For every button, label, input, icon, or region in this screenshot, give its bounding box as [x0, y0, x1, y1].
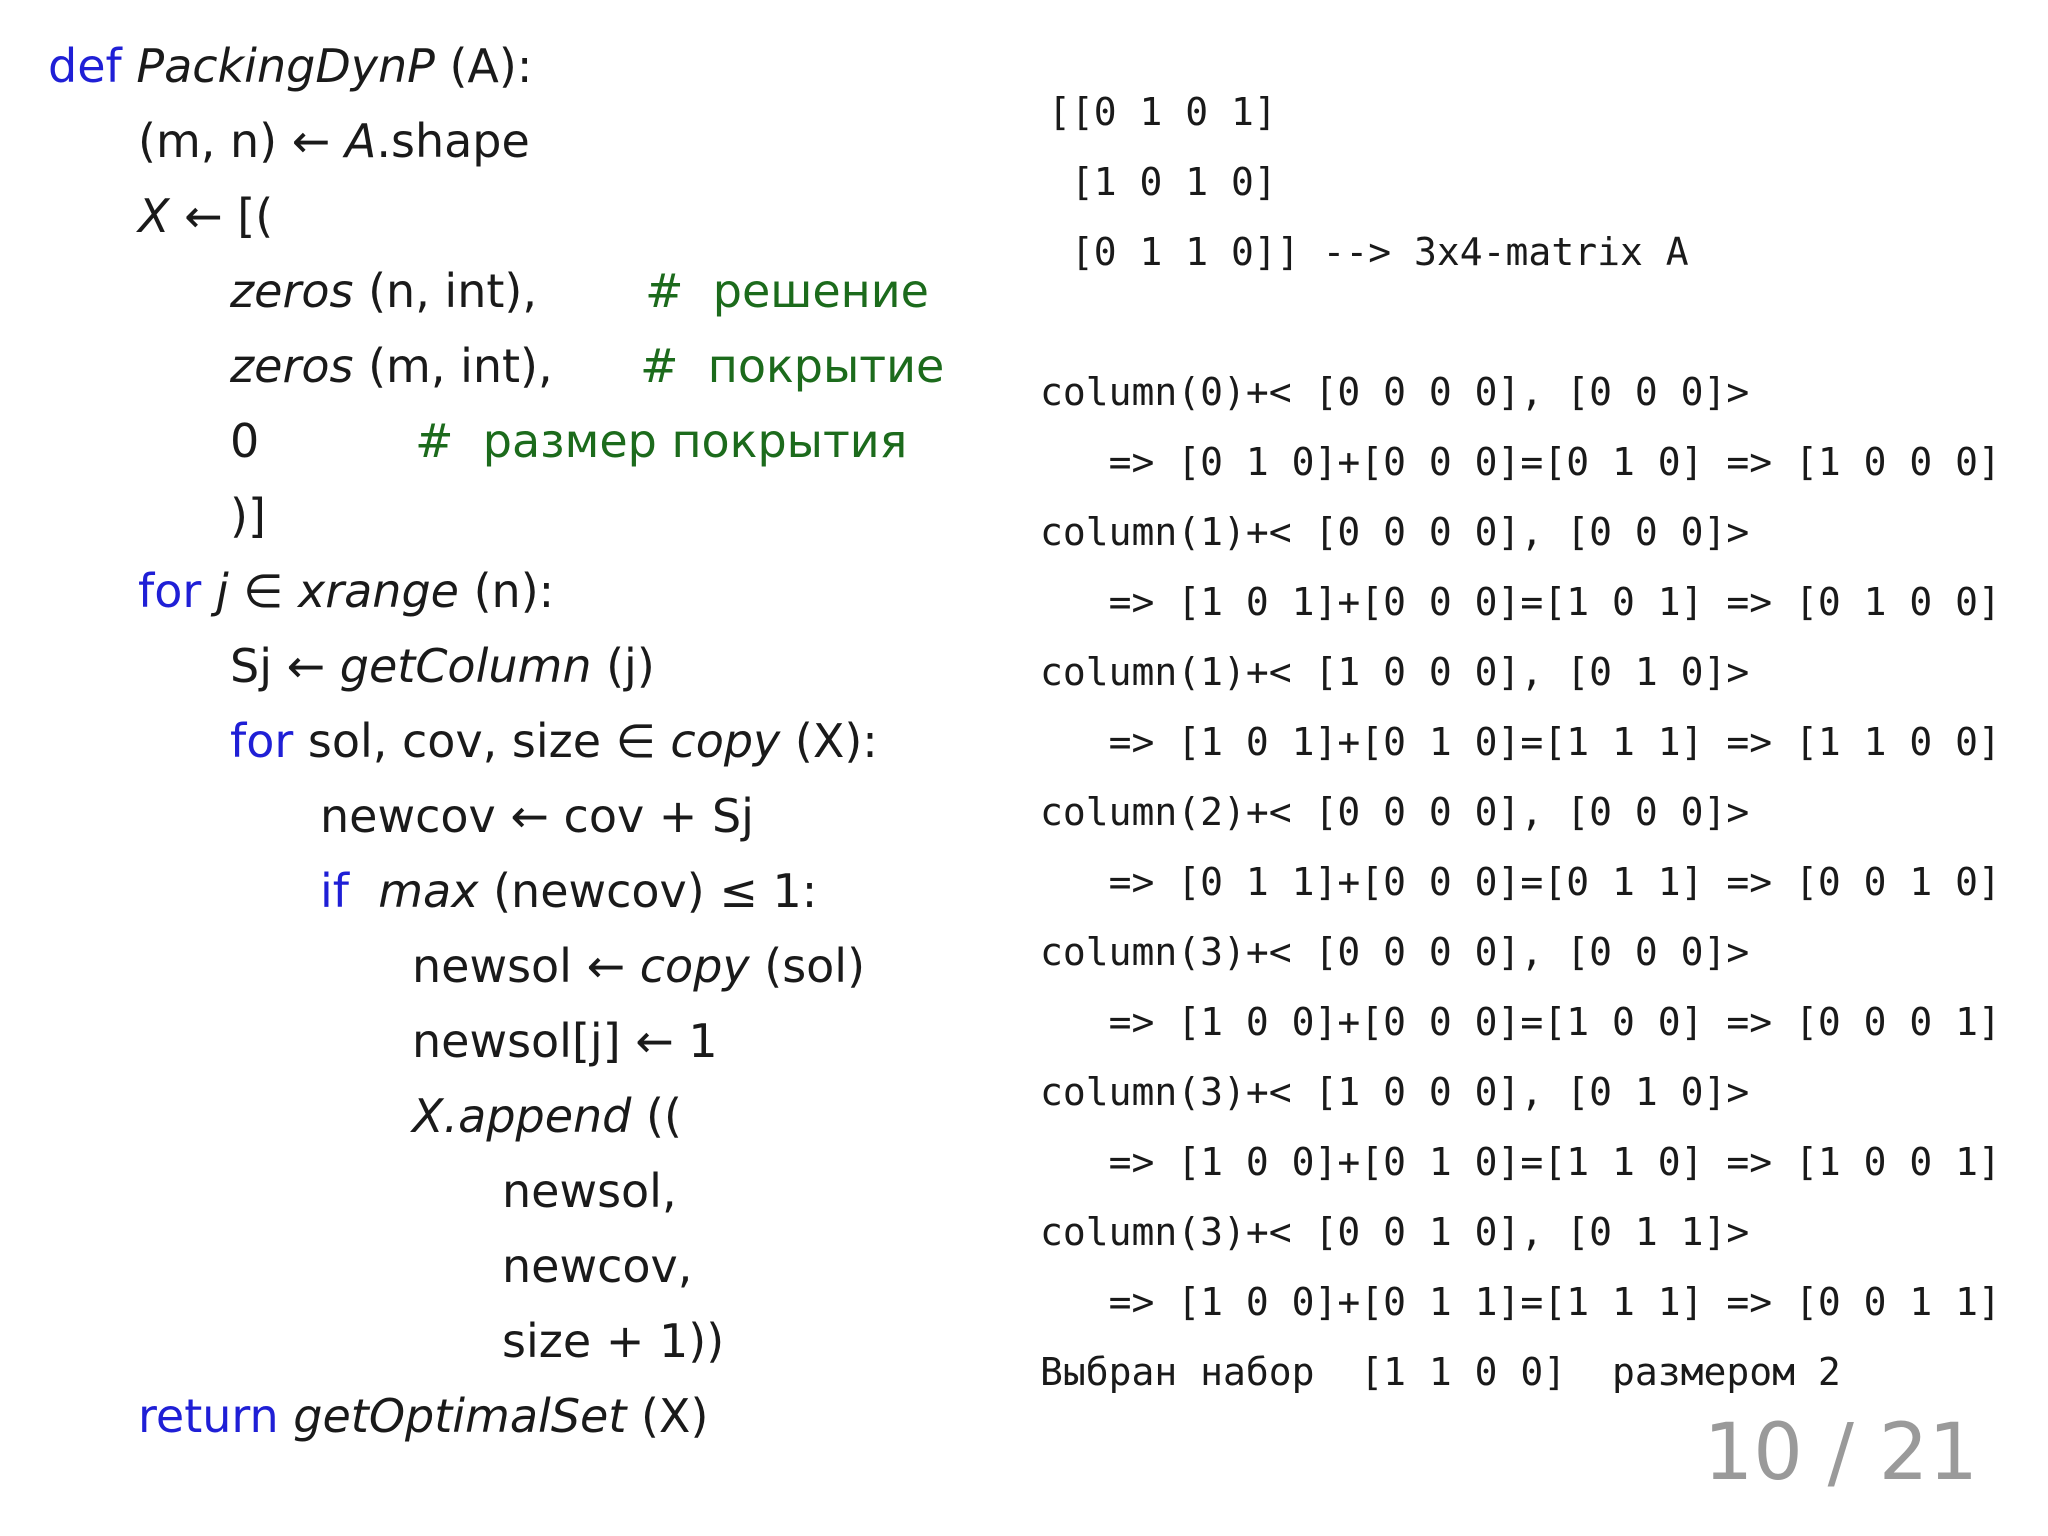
function-name: PackingDynP: [136, 39, 435, 93]
trace-step: column(3)+< [0 0 0 0], [0 0 0]>: [1040, 930, 1750, 974]
copy-fn: copy: [639, 939, 750, 993]
trace-step: => [1 0 1]+[0 0 0]=[1 0 1] => [0 1 0 0]: [1040, 580, 2001, 624]
trace-step: => [0 1 1]+[0 0 0]=[0 1 1] => [0 0 1 0]: [1040, 860, 2001, 904]
getcolumn-fn: getColumn: [339, 639, 592, 693]
code-line-zeros-m: zeros (m, int),: [230, 338, 553, 394]
append-fn: .append: [443, 1089, 632, 1143]
keyword-if: if: [320, 864, 349, 918]
append-arg-newcov: newcov,: [502, 1239, 693, 1293]
keyword-for: for: [138, 564, 202, 618]
trace-step: => [1 0 0]+[0 1 1]=[1 1 1] => [0 0 1 1]: [1040, 1280, 2001, 1324]
code-line-sj: Sj ← getColumn (j): [230, 638, 655, 694]
matrix-row-2: [1 0 1 0]: [1048, 160, 1277, 204]
trace-step: column(2)+< [0 0 0 0], [0 0 0]>: [1040, 790, 1750, 834]
code-line-def: def PackingDynP (A):: [48, 38, 532, 94]
trace-step: => [0 1 0]+[0 0 0]=[0 1 0] => [1 0 0 0]: [1040, 440, 2001, 484]
return-args: (X): [626, 1389, 709, 1443]
trace-step: => [1 0 0]+[0 0 0]=[1 0 0] => [0 0 0 1]: [1040, 1000, 2001, 1044]
keyword-return: return: [138, 1389, 279, 1443]
trace-output: [[0 1 0 1] [1 0 1 0] [0 1 1 0]] --> 3x4-…: [1040, 0, 2040, 1440]
trace-step: => [1 0 0]+[0 1 0]=[1 1 0] => [1 0 0 1]: [1040, 1140, 2001, 1184]
matrix-row-1: [[0 1 0 1]: [1048, 90, 1277, 134]
loop-var-j: j: [201, 564, 229, 618]
x-assign: ← [(: [169, 189, 274, 243]
code-line-newsol-j: newsol[j] ← 1: [412, 1014, 718, 1068]
function-args: (A):: [434, 39, 533, 93]
code-line-close: )]: [230, 489, 266, 543]
comment-coverage: # покрытие: [640, 339, 945, 393]
if-args: (newcov) ≤ 1:: [478, 864, 818, 918]
page-number: 10 / 21: [1703, 1408, 1978, 1498]
append-object: X: [412, 1089, 444, 1143]
shape-attr: .shape: [376, 114, 530, 168]
x-variable: X: [138, 189, 170, 243]
trace-step: => [1 0 1]+[0 1 0]=[1 1 1] => [1 1 0 0]: [1040, 720, 2001, 764]
code-line-newcov: newcov ← cov + Sj: [320, 789, 754, 843]
trace-step: column(1)+< [1 0 0 0], [0 1 0]>: [1040, 650, 1750, 694]
trace-step: column(0)+< [0 0 0 0], [0 0 0]>: [1040, 370, 1750, 414]
code-line-if: if max (newcov) ≤ 1:: [320, 863, 817, 919]
zeros-fn: zeros: [230, 264, 354, 318]
code-line-return: return getOptimalSet (X): [138, 1388, 708, 1444]
append-arg-newsol: newsol,: [502, 1164, 677, 1218]
keyword-for: for: [230, 714, 294, 768]
code-line-shape: (m, n) ← A.shape: [138, 113, 530, 169]
newsol-lhs: newsol ←: [412, 939, 640, 993]
trace-step: column(3)+< [0 0 1 0], [0 1 1]>: [1040, 1210, 1750, 1254]
zeros-m-args: (m, int),: [353, 339, 553, 393]
zeros-n-args: (n, int),: [353, 264, 537, 318]
code-line-newsol: newsol ← copy (sol): [412, 938, 865, 994]
shape-object: A: [344, 114, 377, 168]
max-fn: max: [378, 864, 479, 918]
xrange-fn: xrange: [297, 564, 459, 618]
append-paren: ((: [631, 1089, 682, 1143]
code-line-append: X.append ((: [412, 1088, 682, 1144]
comment-solution: # решение: [645, 264, 929, 318]
code-line-x-init: X ← [(: [138, 188, 273, 244]
matrix-row-3: [0 1 1 0]] --> 3x4-matrix A: [1048, 230, 1689, 274]
copy-fn: copy: [670, 714, 781, 768]
xrange-args: (n):: [458, 564, 555, 618]
sj-lhs: Sj ←: [230, 639, 340, 693]
code-line-for-sol: for sol, cov, size ∈ copy (X):: [230, 713, 878, 769]
copy-args: (X):: [780, 714, 878, 768]
trace-result: Выбран набор [1 1 0 0] размером 2: [1040, 1350, 1841, 1394]
for-sol-vars: sol, cov, size ∈: [293, 714, 671, 768]
zeros-fn: zeros: [230, 339, 354, 393]
shape-lhs: (m, n) ←: [138, 114, 345, 168]
newsol-args: (sol): [749, 939, 866, 993]
pseudocode-block: def PackingDynP (A): (m, n) ← A.shape X …: [0, 0, 1000, 1500]
code-line-for-j: for j ∈ xrange (n):: [138, 563, 554, 619]
code-line-zero: 0: [230, 414, 260, 468]
getcolumn-args: (j): [591, 639, 655, 693]
getoptimalset-fn: getOptimalSet: [293, 1389, 627, 1443]
in-symbol: ∈: [228, 564, 298, 618]
keyword-def: def: [48, 39, 122, 93]
trace-step: column(3)+< [1 0 0 0], [0 1 0]>: [1040, 1070, 1750, 1114]
append-arg-size: size + 1)): [502, 1314, 725, 1368]
code-line-zeros-n: zeros (n, int),: [230, 263, 537, 319]
comment-coverage-size: # размер покрытия: [415, 414, 908, 468]
trace-step: column(1)+< [0 0 0 0], [0 0 0]>: [1040, 510, 1750, 554]
